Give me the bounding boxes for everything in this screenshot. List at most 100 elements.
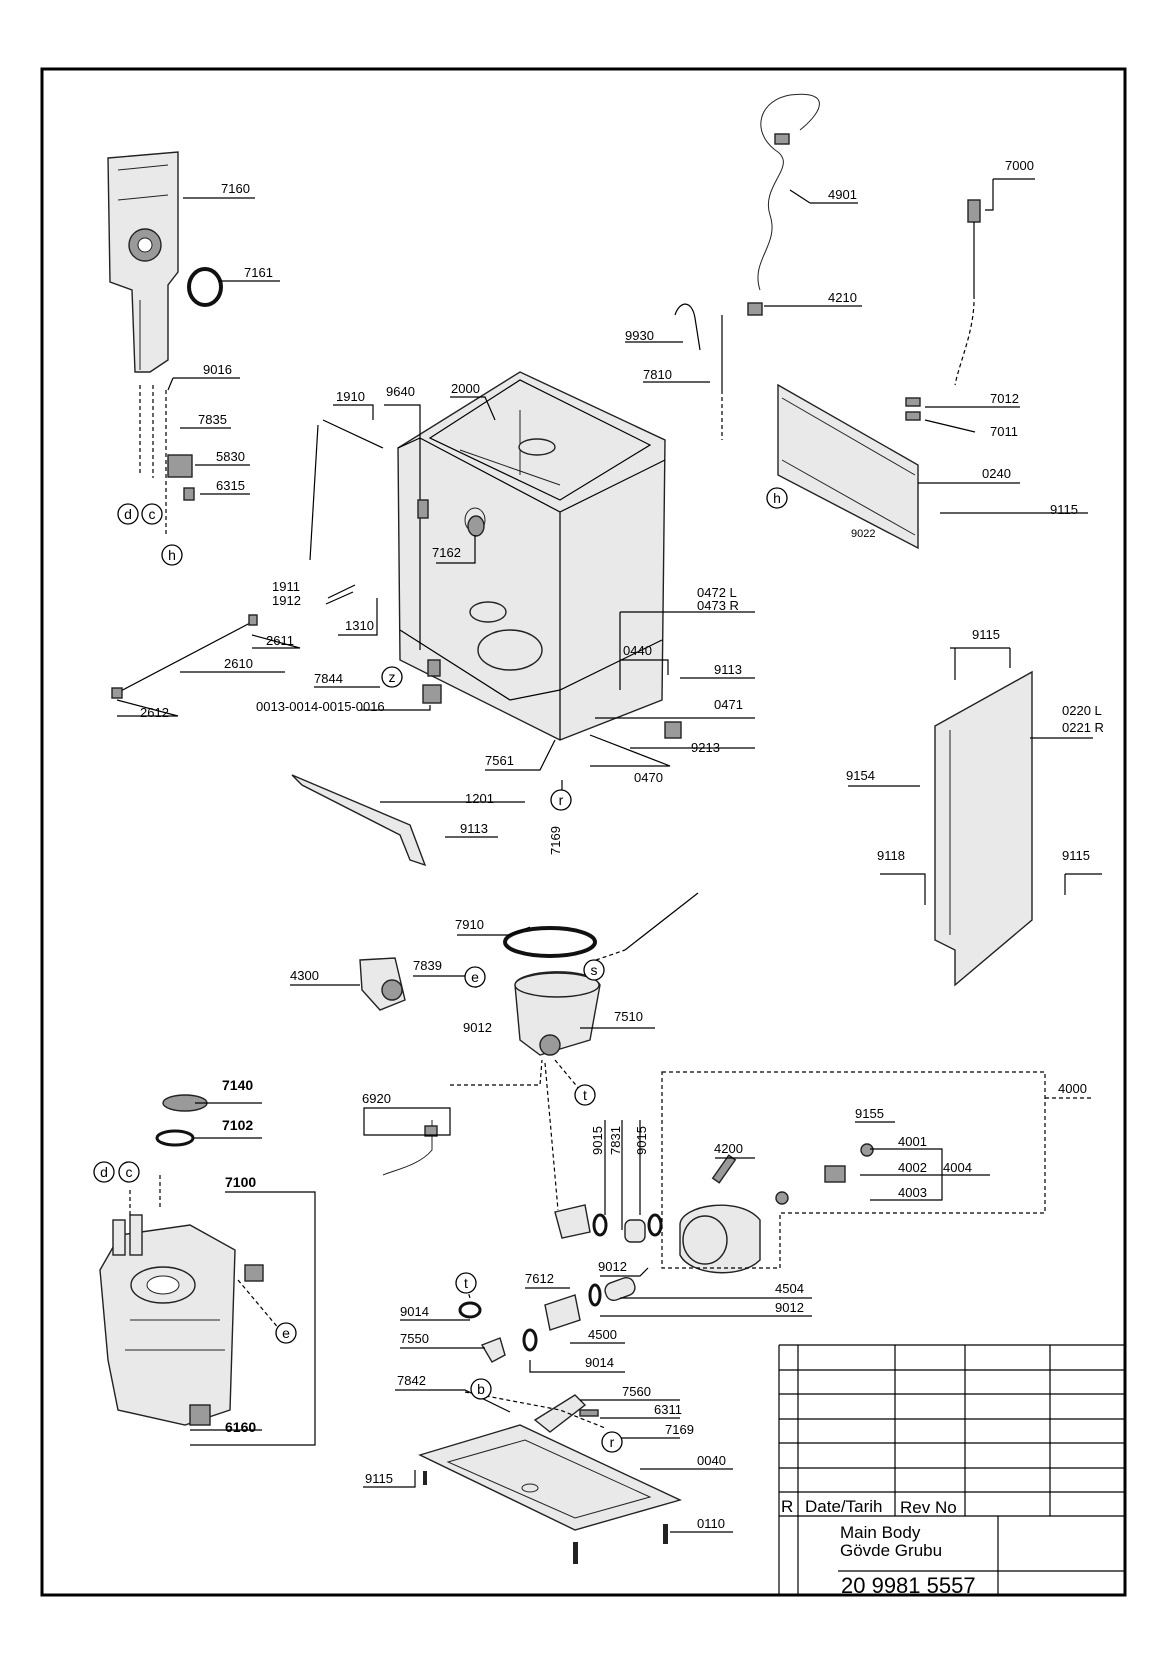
callout-e-upper: e <box>471 969 479 985</box>
label-7162: 7162 <box>432 545 461 560</box>
label-2611: 2611 <box>266 633 294 648</box>
dashed-connectors <box>129 949 1093 1429</box>
label-9014-right: 9014 <box>585 1355 614 1370</box>
title-english: Main Body <box>840 1523 921 1542</box>
label-4002: 4002 <box>898 1160 927 1175</box>
label-9012-sump: 9012 <box>463 1020 492 1035</box>
label-9022: 9022 <box>851 528 875 540</box>
label-7839: 7839 <box>413 958 442 973</box>
callout-b: b <box>477 1381 485 1397</box>
label-0040: 0040 <box>697 1453 726 1468</box>
callout-s: s <box>591 962 598 978</box>
label-0240: 0240 <box>982 466 1011 481</box>
label-9640: 9640 <box>386 384 415 399</box>
label-1201: 1201 <box>465 791 494 806</box>
label-7612: 7612 <box>525 1271 554 1286</box>
leader-lines <box>116 178 1102 1533</box>
callout-markers: d c h h z r e s t d c e t b r <box>93 487 788 1453</box>
label-9015-right: 9015 <box>634 1126 649 1155</box>
callout-r-lower: r <box>610 1434 615 1450</box>
callout-t-lower: t <box>464 1275 468 1291</box>
label-7561: 7561 <box>485 753 514 768</box>
label-6311: 6311 <box>654 1402 682 1417</box>
callout-c-upper: c <box>149 506 156 522</box>
label-7169-vertical: 7169 <box>548 826 563 855</box>
label-4004: 4004 <box>943 1160 972 1175</box>
date-column-header: Date/Tarih <box>805 1497 882 1516</box>
callout-h-left: h <box>168 547 176 563</box>
label-9113-bracket: 9113 <box>460 821 488 836</box>
label-2612: 2612 <box>140 705 169 720</box>
label-2000: 2000 <box>451 381 480 396</box>
label-4901: 4901 <box>828 187 857 202</box>
title-turkish: Gövde Grubu <box>840 1541 942 1560</box>
label-2610: 2610 <box>224 656 253 671</box>
label-7910: 7910 <box>455 917 484 932</box>
label-0110: 0110 <box>697 1516 725 1531</box>
title-block: R Date/Tarih Rev No Main Body Gövde Grub… <box>778 1344 1125 1598</box>
label-7161: 7161 <box>244 265 273 280</box>
label-4200: 4200 <box>714 1141 743 1156</box>
label-7842: 7842 <box>397 1373 426 1388</box>
label-9115-rear: 9115 <box>1050 502 1078 517</box>
label-9155: 9155 <box>855 1106 884 1121</box>
label-0013-0014-0015-0016: 0013-0014-0015-0016 <box>256 699 385 714</box>
label-1310: 1310 <box>345 618 374 633</box>
callout-z: z <box>389 669 396 685</box>
label-0472: 0472 L <box>697 585 737 600</box>
label-0220: 0220 L <box>1062 703 1102 718</box>
drawing-frame <box>40 67 1127 1597</box>
label-4504: 4504 <box>775 1281 804 1296</box>
label-9118: 9118 <box>877 848 905 863</box>
label-0440: 0440 <box>623 643 652 658</box>
label-1911: 1911 <box>272 579 300 594</box>
label-7510: 7510 <box>614 1009 643 1024</box>
rev-column-header: R <box>781 1497 793 1516</box>
label-6315: 6315 <box>216 478 245 493</box>
callout-t-upper: t <box>583 1087 587 1103</box>
label-9012-hose: 9012 <box>775 1300 804 1315</box>
callout-e-lower: e <box>282 1325 290 1341</box>
label-4000: 4000 <box>1058 1081 1087 1096</box>
label-9014-left: 9014 <box>400 1304 429 1319</box>
label-9115-base: 9115 <box>365 1471 393 1486</box>
label-4003: 4003 <box>898 1185 927 1200</box>
label-9016: 9016 <box>203 362 232 377</box>
label-7011: 7011 <box>990 424 1018 439</box>
part-labels: 7160 7161 9016 7835 5830 6315 4901 7000 … <box>140 158 1104 1531</box>
callout-d-upper: d <box>124 506 132 522</box>
label-0221: 0221 R <box>1062 720 1104 735</box>
label-0471: 0471 <box>714 697 743 712</box>
callout-d-lower: d <box>100 1164 108 1180</box>
part-artwork <box>99 93 1033 1564</box>
label-4300: 4300 <box>290 968 319 983</box>
label-9012-pump: 9012 <box>598 1259 627 1274</box>
callout-h-rear: h <box>773 490 781 506</box>
callout-c-lower: c <box>126 1164 133 1180</box>
label-7102: 7102 <box>222 1117 253 1133</box>
label-7169: 7169 <box>665 1422 694 1437</box>
document-number: 20 9981 5557 <box>841 1573 976 1598</box>
label-9115-side-top: 9115 <box>972 627 1000 642</box>
label-7844: 7844 <box>314 671 343 686</box>
label-4001: 4001 <box>898 1134 927 1149</box>
label-7835: 7835 <box>198 412 227 427</box>
label-4500: 4500 <box>588 1327 617 1342</box>
label-9930: 9930 <box>625 328 654 343</box>
revno-column-header: Rev No <box>900 1498 957 1517</box>
label-6160: 6160 <box>225 1419 256 1435</box>
label-7550: 7550 <box>400 1331 429 1346</box>
label-7012: 7012 <box>990 391 1019 406</box>
label-6920: 6920 <box>362 1091 391 1106</box>
label-1912: 1912 <box>272 593 301 608</box>
label-7810: 7810 <box>643 367 672 382</box>
label-9015-left: 9015 <box>590 1126 605 1155</box>
label-0473: 0473 R <box>697 598 739 613</box>
label-7160: 7160 <box>221 181 250 196</box>
label-7560: 7560 <box>622 1384 651 1399</box>
label-7140: 7140 <box>222 1077 253 1093</box>
label-9113-tub: 9113 <box>714 662 742 677</box>
callout-r-upper: r <box>559 792 564 808</box>
label-9115-side-bottom: 9115 <box>1062 848 1090 863</box>
